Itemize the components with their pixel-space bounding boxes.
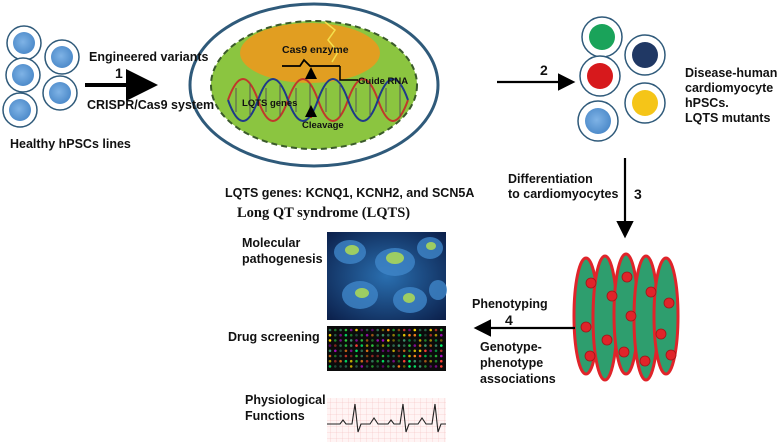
healthy-cell (44, 39, 80, 75)
molecular-microscopy-image (327, 232, 447, 320)
healthy-cell (2, 92, 38, 128)
cas9-enzyme-shape (240, 23, 380, 83)
dna-rungs (235, 84, 401, 116)
genotype-label-line2: phenotype (480, 356, 544, 370)
step-3-number: 3 (634, 186, 642, 202)
healthy-cell (42, 75, 78, 111)
disease-label-line1: Disease-human (685, 66, 778, 80)
physiological-label-line1: Physiological (245, 393, 326, 407)
healthy-cell-cluster (2, 25, 80, 128)
drug-screening-label: Drug screening (228, 330, 320, 344)
genotype-label-line1: Genotype- (480, 340, 542, 354)
long-qt-syndrome-title: Long QT syndrome (LQTS) (237, 205, 411, 221)
guide-rna-line (282, 58, 340, 67)
physiological-label-line2: Functions (245, 409, 305, 423)
phenotyping-label: Phenotyping (472, 297, 548, 311)
ecg-strip (327, 398, 446, 442)
cleavage-label: Cleavage (302, 120, 344, 131)
step-4-number: 4 (505, 312, 513, 328)
healthy-lines-label: Healthy hPSCs lines (10, 137, 131, 151)
cas9-enzyme-label: Cas9 enzyme (282, 44, 349, 56)
molecular-label-line2: pathogenesis (242, 252, 323, 266)
lqts-genes-small-label: LQTS genes (242, 98, 298, 109)
disease-cell-cluster (577, 16, 666, 142)
step-1-number: 1 (115, 65, 123, 81)
rna-loop (324, 21, 339, 63)
drug-screening-array (327, 326, 446, 371)
genotype-label-line3: associations (480, 372, 556, 386)
disease-label-line2: cardiomyocyte (685, 81, 774, 95)
crispr-cell (188, 2, 440, 168)
engineered-variants-label: Engineered variants (89, 50, 209, 64)
molecular-label-line1: Molecular (242, 236, 301, 250)
differentiation-line1: Differentiation (508, 172, 593, 186)
step-2-number: 2 (540, 62, 548, 78)
differentiation-line2: to cardiomyocytes (508, 187, 619, 201)
crispr-system-label: CRISPR/Cas9 system (87, 98, 215, 112)
disease-label-line4: LQTS mutants (685, 111, 771, 125)
cardiomyocyte-fibers (572, 252, 680, 382)
healthy-cell (5, 57, 41, 93)
disease-label-line3: hPSCs. (685, 96, 729, 110)
lqts-gene-list: LQTS genes: KCNQ1, KCNH2, and SCN5A (225, 186, 475, 200)
healthy-cell (6, 25, 42, 61)
guide-rna-label: Guide RNA (358, 76, 409, 87)
dna-strand-blue (227, 78, 409, 122)
